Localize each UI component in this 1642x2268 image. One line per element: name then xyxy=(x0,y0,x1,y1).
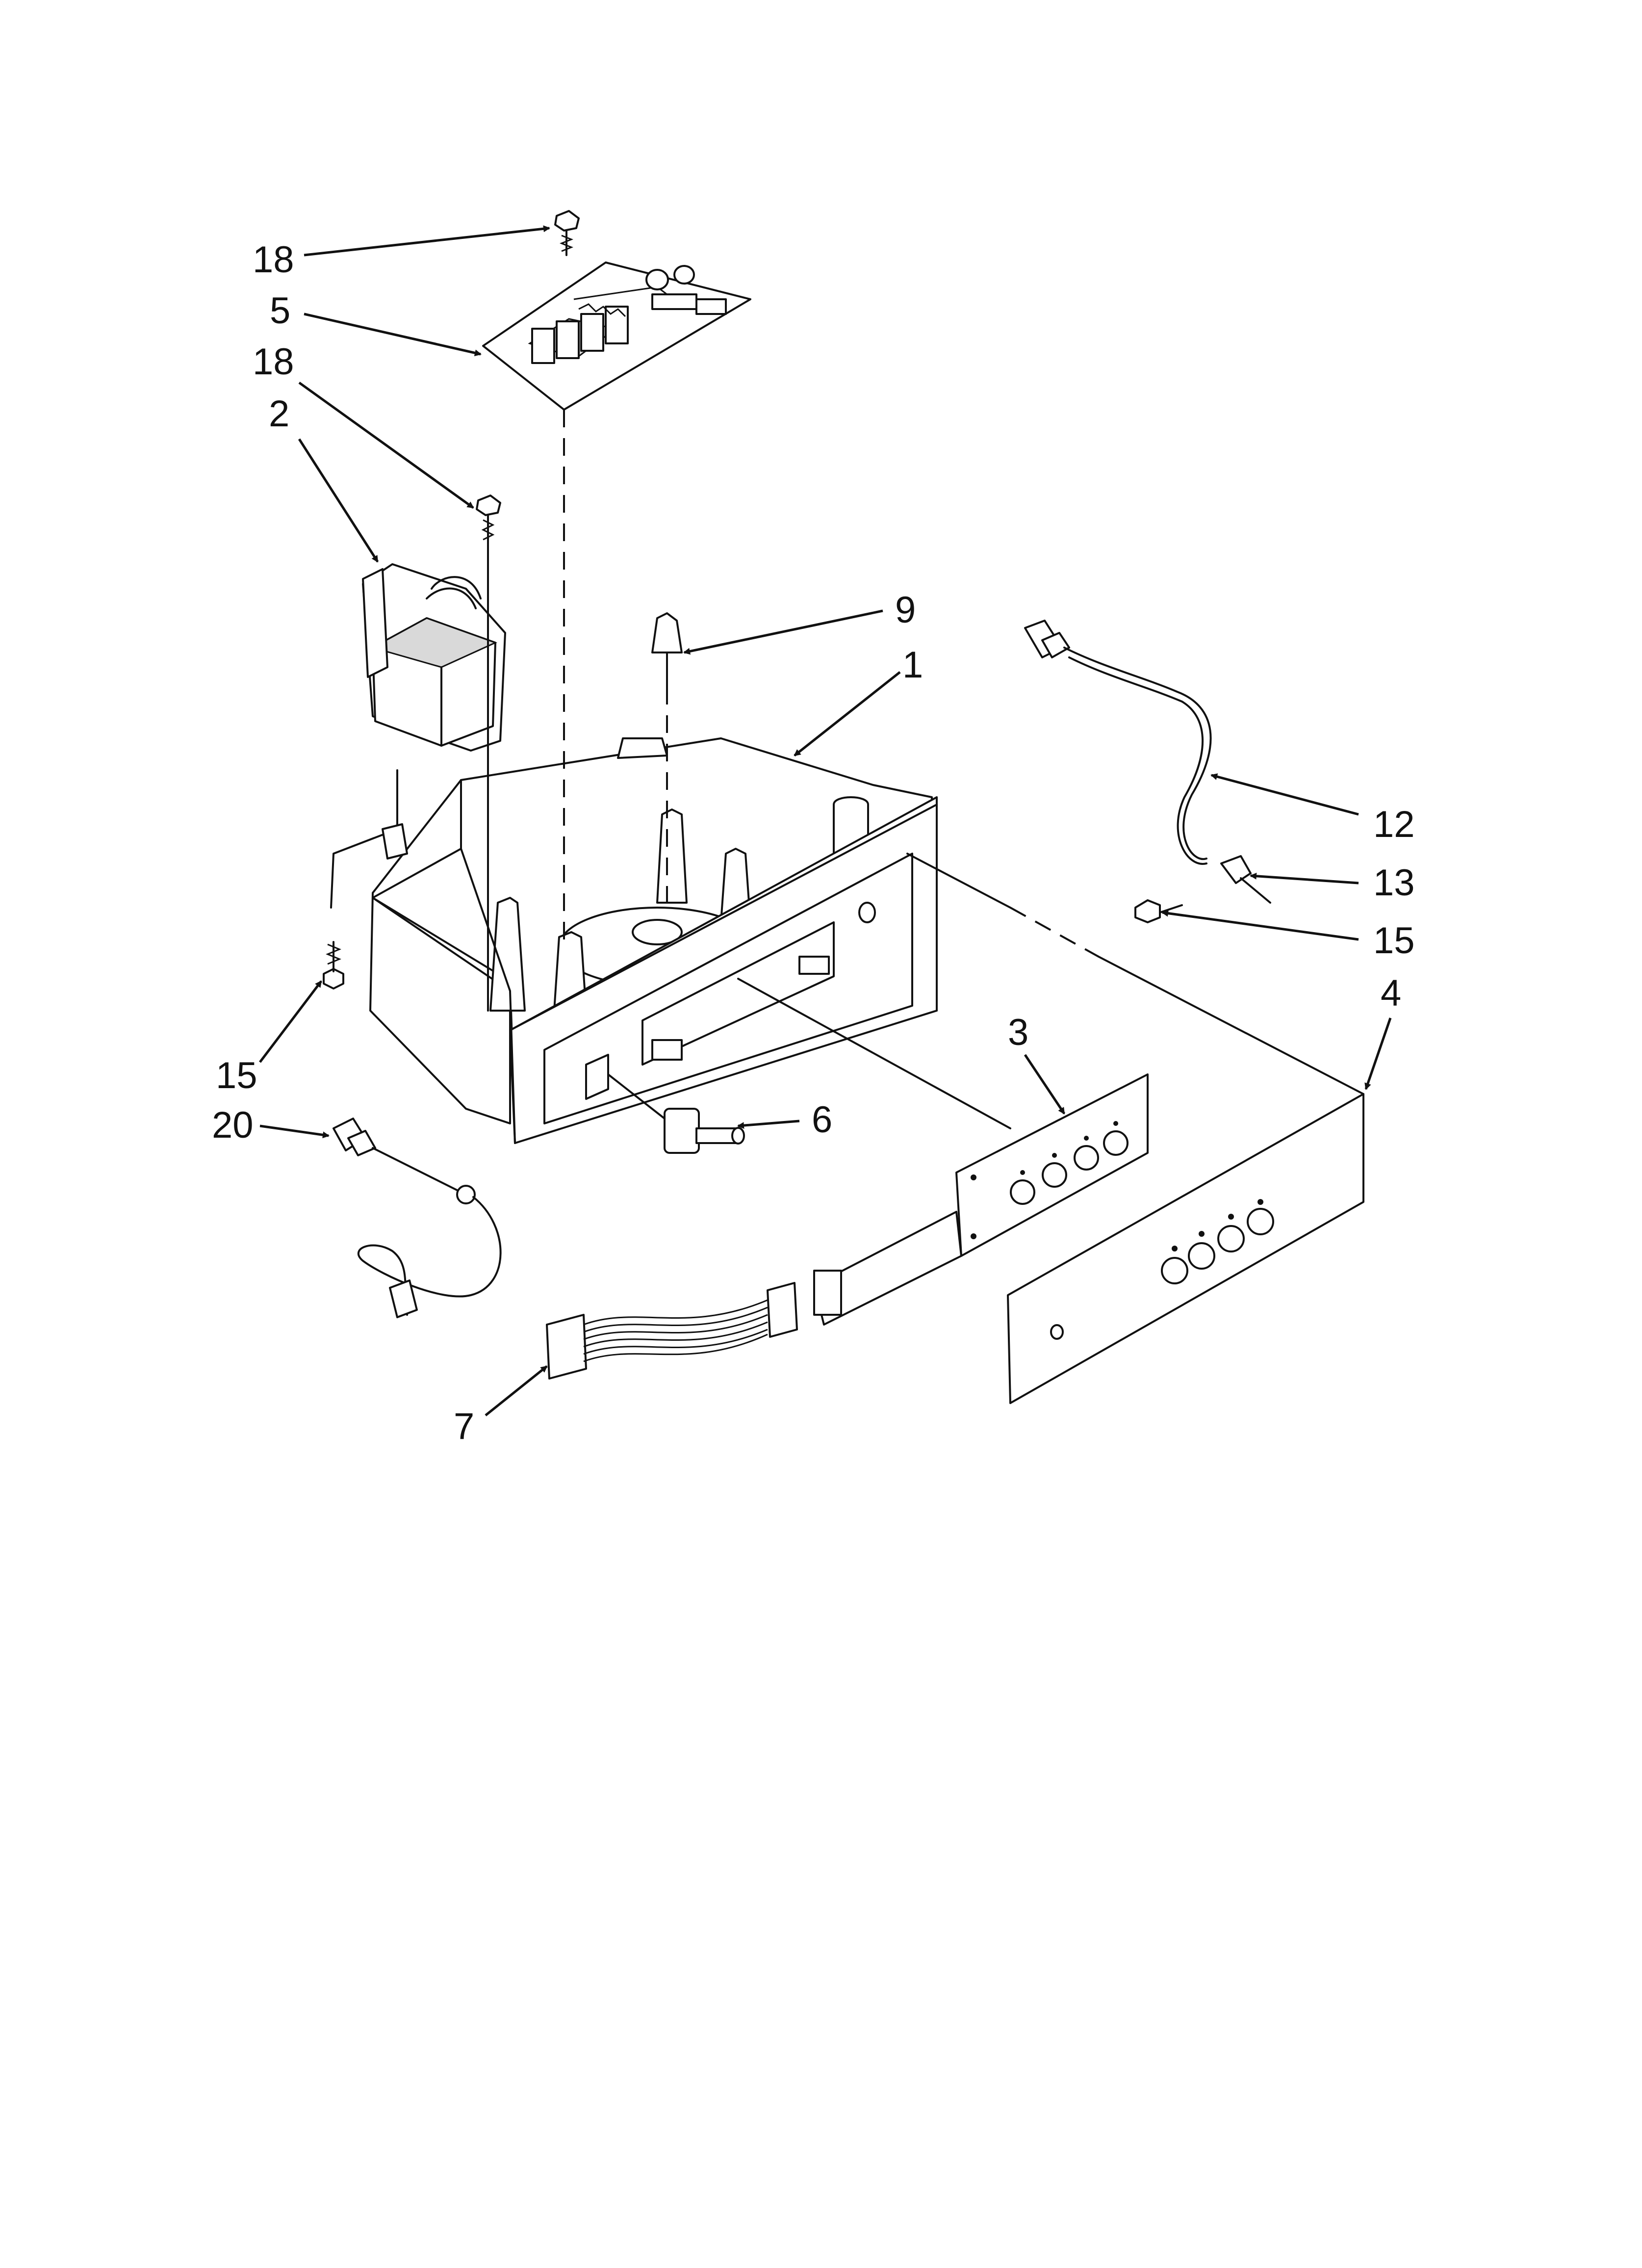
dash-frame-to-overlay xyxy=(1010,907,1099,958)
ribbon-cable xyxy=(813,1211,962,1326)
harness-right xyxy=(1024,620,1271,923)
part-label-5: 5 xyxy=(270,290,291,332)
part-label-4: 4 xyxy=(1381,972,1402,1014)
line-frame-to-overlay xyxy=(906,853,1011,909)
leader-4 xyxy=(1364,1017,1392,1090)
part-label-15-right: 15 xyxy=(1373,920,1415,962)
leader-18-top xyxy=(304,225,550,257)
housing xyxy=(369,737,938,1144)
leader-9 xyxy=(683,609,883,655)
leader-2 xyxy=(298,438,379,563)
line-overlay-extension xyxy=(1098,956,1364,1095)
clip-part-9 xyxy=(651,612,683,688)
wire-harness-7 xyxy=(546,1282,798,1380)
part-label-3: 3 xyxy=(1008,1012,1029,1053)
part-label-9: 9 xyxy=(895,589,916,631)
overlay-panel-4 xyxy=(1007,1093,1364,1404)
leader-15-right xyxy=(1161,910,1359,941)
leader-15-left xyxy=(259,980,322,1063)
leader-6 xyxy=(737,1120,800,1129)
part-label-18-mid: 18 xyxy=(253,341,294,383)
part-label-6: 6 xyxy=(812,1099,833,1141)
part-label-20: 20 xyxy=(212,1104,254,1146)
part-label-15-left: 15 xyxy=(216,1055,257,1096)
leader-5 xyxy=(304,313,482,357)
leader-3 xyxy=(1024,1054,1066,1115)
screw-top xyxy=(554,210,580,256)
part-label-13: 13 xyxy=(1373,862,1415,904)
leader-12 xyxy=(1210,773,1359,816)
screw-mid xyxy=(476,495,501,546)
line-harness-to-panel xyxy=(737,978,1011,1129)
control-panel-3 xyxy=(955,1073,1149,1257)
part-label-18-top: 18 xyxy=(253,239,294,281)
part-label-2: 2 xyxy=(269,393,290,435)
thermistor-20 xyxy=(333,1118,502,1318)
leader-13 xyxy=(1250,872,1359,885)
leader-1 xyxy=(794,671,901,756)
leader-20 xyxy=(259,1124,330,1139)
bracket-left xyxy=(330,769,408,909)
control-board xyxy=(482,261,751,411)
part-label-7: 7 xyxy=(454,1406,475,1447)
leader-7 xyxy=(485,1365,548,1416)
screw-left xyxy=(323,941,344,990)
part-label-1: 1 xyxy=(902,644,924,686)
transformer xyxy=(362,563,506,752)
leader-18-mid xyxy=(298,381,474,509)
part-label-12: 12 xyxy=(1373,804,1415,845)
